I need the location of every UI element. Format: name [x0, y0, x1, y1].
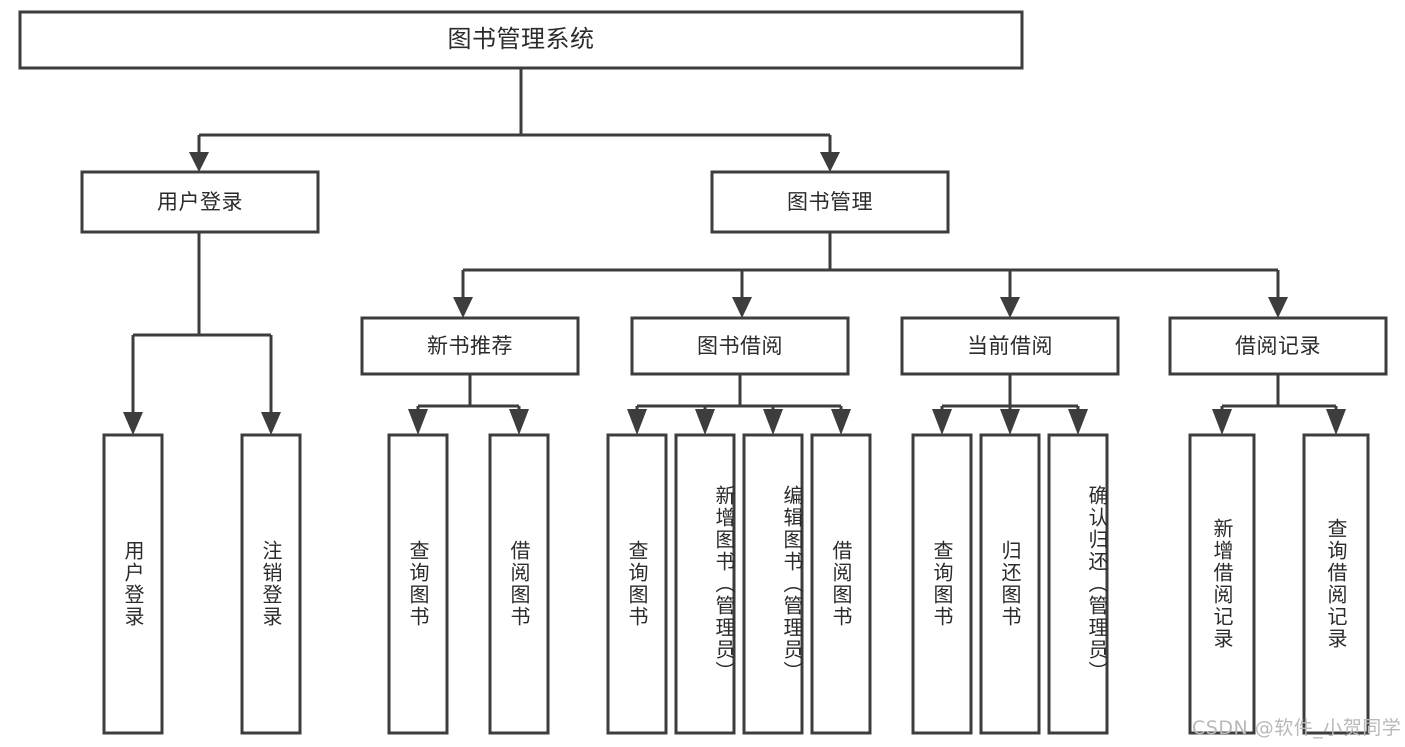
- connector-current-borrow-to-leaves: [932, 374, 1088, 435]
- node-box-leaf-logout-login[interactable]: [240, 433, 302, 735]
- node-box-leaf-query-book-3[interactable]: [911, 433, 973, 735]
- arrow-head-leaf-query-book-1: [408, 409, 428, 435]
- node-box-book-borrow[interactable]: [630, 316, 850, 376]
- arrow-head-book-manage: [820, 152, 840, 172]
- node-box-leaf-return-book[interactable]: [979, 433, 1041, 735]
- arrow-head-leaf-add-record: [1212, 409, 1232, 435]
- node-box-leaf-confirm-return[interactable]: [1047, 433, 1109, 735]
- node-box-current-borrow[interactable]: [900, 316, 1120, 376]
- arrow-head-leaf-borrow-book-1: [509, 409, 529, 435]
- arrow-head-leaf-query-book-2: [627, 409, 647, 435]
- arrow-head-book-borrow: [732, 297, 752, 318]
- csdn-watermark: CSDN @软件_小贺同学: [1192, 717, 1402, 739]
- arrow-head-new-book-rec: [453, 297, 473, 318]
- connector-user-login-to-leaves: [123, 232, 281, 435]
- node-box-leaf-add-record[interactable]: [1188, 433, 1256, 735]
- node-box-user-login[interactable]: [80, 170, 320, 234]
- connector-new-book-rec-to-leaves: [408, 374, 529, 435]
- arrow-head-leaf-edit-book: [763, 409, 783, 435]
- arrow-head-leaf-add-book: [695, 409, 715, 435]
- node-box-leaf-query-book-1[interactable]: [387, 433, 449, 735]
- arrow-head-leaf-return-book: [1000, 409, 1020, 435]
- connector-borrow-record-to-leaves: [1212, 374, 1346, 435]
- node-box-leaf-add-book[interactable]: [674, 433, 736, 735]
- connector-book-manage-to-level3: [453, 232, 1288, 318]
- arrow-head-leaf-logout-login: [261, 412, 281, 435]
- node-box-leaf-query-book-2[interactable]: [606, 433, 668, 735]
- node-box-leaf-borrow-book-2[interactable]: [810, 433, 872, 735]
- arrow-head-leaf-query-record: [1326, 409, 1346, 435]
- connector-root-to-level2: [189, 68, 840, 172]
- arrow-head-current-borrow: [1000, 297, 1020, 318]
- node-box-leaf-user-login[interactable]: [102, 433, 164, 735]
- arrow-head-leaf-confirm-return: [1068, 409, 1088, 435]
- connector-book-borrow-to-leaves: [627, 374, 851, 435]
- node-box-new-book-rec[interactable]: [360, 316, 580, 376]
- arrow-head-borrow-record: [1268, 297, 1288, 318]
- arrow-head-leaf-user-login: [123, 412, 143, 435]
- node-box-borrow-record[interactable]: [1168, 316, 1388, 376]
- node-box-root[interactable]: [18, 10, 1024, 70]
- node-box-leaf-borrow-book-1[interactable]: [488, 433, 550, 735]
- arrow-head-user-login: [189, 152, 209, 172]
- node-box-leaf-query-record[interactable]: [1302, 433, 1370, 735]
- node-box-leaf-edit-book[interactable]: [742, 433, 804, 735]
- arrow-head-leaf-query-book-3: [932, 409, 952, 435]
- node-box-book-manage[interactable]: [710, 170, 950, 234]
- arrow-head-leaf-borrow-book-2: [831, 409, 851, 435]
